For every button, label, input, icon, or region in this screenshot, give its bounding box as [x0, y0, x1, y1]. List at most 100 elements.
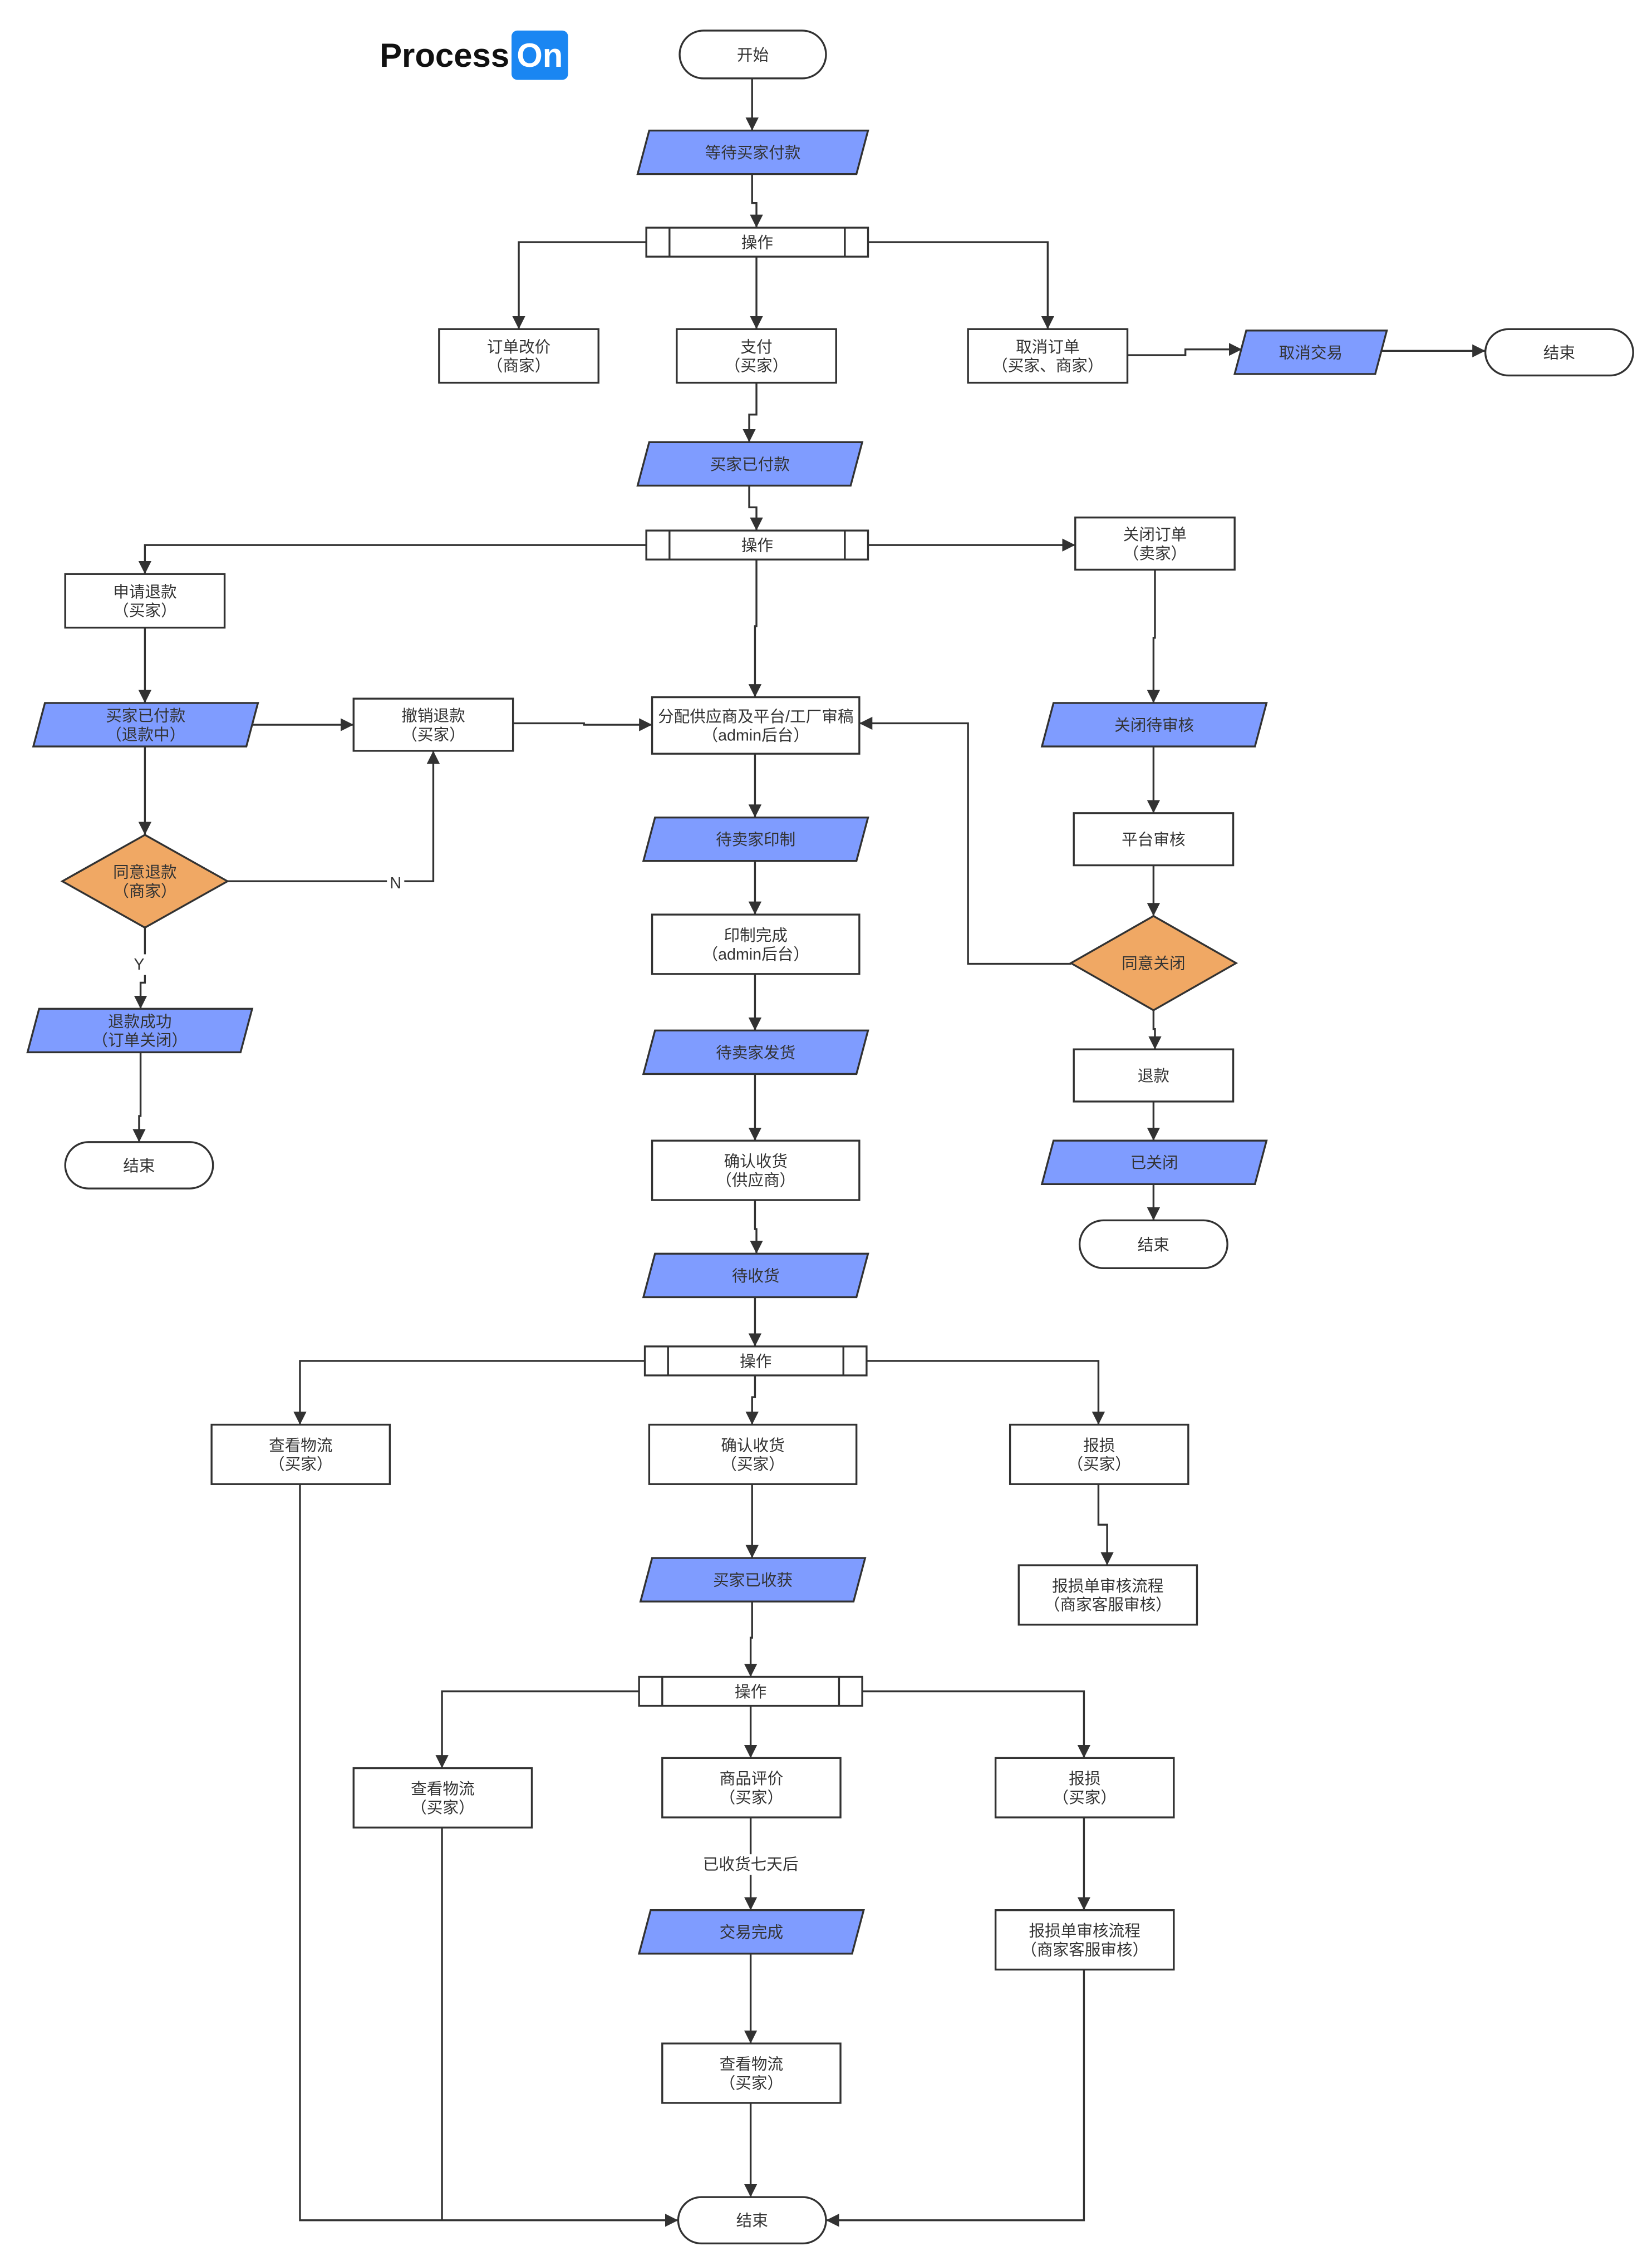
logo-badge	[512, 30, 568, 80]
logistics3-process-box-shape	[661, 2042, 842, 2104]
cancel-order-process-box-label-line: 取消订单	[1016, 338, 1080, 356]
cancel-trade-io-shape-label-line: 取消交易	[1279, 344, 1343, 362]
apply-refund-process-box-label-line: （买家）	[113, 602, 177, 620]
end-refund-terminator-label: 结束	[123, 1157, 155, 1175]
apply-refund-process-box-label-line: 申请退款	[113, 583, 177, 601]
refund-process-box-label-line: 退款	[1138, 1067, 1169, 1085]
closed-io-shape-shape	[1040, 1139, 1268, 1186]
review-process-box-label-line: 商品评价	[720, 1770, 784, 1788]
connector-await-payment-to-op1	[750, 174, 763, 228]
logistics2-process-box-label-line: 查看物流	[411, 1780, 475, 1798]
yes-branch-label: Y	[134, 956, 144, 974]
modify-price-process-box-shape	[438, 328, 599, 384]
op3-predefined-process: 操作	[643, 1345, 868, 1377]
end-closed-terminator: 结束	[1078, 1219, 1228, 1270]
modify-price-process-box-label-line: 订单改价	[487, 338, 551, 356]
start-terminator: 开始	[678, 30, 827, 80]
op1-predefined-process-label: 操作	[741, 234, 773, 252]
agree-refund-decision-label-line: （商家）	[113, 883, 177, 901]
agree-refund-decision-shape	[60, 833, 230, 929]
connector-logistics1-to-end	[299, 1484, 678, 2227]
close-pending-io-shape: 关闭待审核	[1040, 702, 1268, 748]
op4-predefined-process-label-line: 操作	[735, 1683, 766, 1701]
no-branch-label-background	[387, 873, 405, 894]
end-final-terminator-shape	[677, 2196, 827, 2245]
refund-success-io-shape-label-line: 退款成功	[108, 1013, 172, 1031]
apply-refund-process-box-shape	[64, 573, 226, 629]
modify-price-process-box: 订单改价（商家）	[438, 328, 599, 384]
agree-close-decision: 同意关闭	[1069, 915, 1238, 1011]
damage-review2-process-box-label: 报损单审核流程（商家客服审核）	[1021, 1923, 1148, 1959]
damage-review2-process-box: 报损单审核流程（商家客服审核）	[994, 1909, 1175, 1971]
await-print-io-shape: 待卖家印制	[642, 816, 869, 862]
pay-process-box-label: 支付（买家）	[725, 338, 789, 375]
platform-review-process-box-label-line: 平台审核	[1122, 831, 1186, 849]
confirm-buyer-process-box-label: 确认收货（买家）	[721, 1437, 785, 1473]
op2-predefined-process-label-line: 操作	[741, 537, 773, 555]
logistics1-process-box-label-line: 查看物流	[269, 1437, 333, 1454]
logistics1-process-box: 查看物流（买家）	[210, 1423, 391, 1485]
connector-buyer-received-to-op4	[744, 1601, 758, 1677]
end-refund-terminator: 结束	[64, 1141, 214, 1190]
buyer-received-io-shape-shape	[639, 1557, 867, 1603]
refund-process-box-shape	[1073, 1048, 1235, 1103]
confirm-buyer-process-box-shape	[648, 1423, 858, 1485]
connector-op2-to-apply-refund	[138, 544, 647, 574]
paid-refunding-io-shape-label-line: 买家已付款	[106, 707, 185, 725]
cancel-trade-io-shape-shape	[1233, 330, 1388, 375]
report-damage1-process-box: 报损（买家）	[1009, 1423, 1189, 1485]
end-final-terminator-label-line: 结束	[736, 2212, 768, 2230]
op2-predefined-process-label: 操作	[741, 537, 773, 555]
connector-pay-to-buyer-paid	[743, 382, 758, 443]
revoke-refund-process-box-shape	[352, 697, 514, 752]
assign-supplier-process-box-shape	[651, 696, 861, 755]
confirm-buyer-process-box: 确认收货（买家）	[648, 1423, 858, 1485]
end-closed-terminator-label-line: 结束	[1138, 1236, 1169, 1254]
agree-close-decision-label-line: 同意关闭	[1122, 955, 1186, 973]
cancel-order-process-box: 取消订单（买家、商家）	[967, 328, 1129, 384]
closed-io-shape-label-line: 已关闭	[1130, 1154, 1178, 1172]
op1-predefined-process-shape	[645, 227, 869, 258]
report-damage2-process-box-shape	[994, 1757, 1175, 1818]
assign-supplier-process-box-label-line: （admin后台）	[702, 727, 809, 745]
revoke-refund-process-box: 撤销退款（买家）	[352, 697, 514, 752]
processon-logo: Process On	[380, 30, 568, 80]
damage-review1-process-box-shape	[1017, 1564, 1198, 1626]
print-done-process-box-label-line: 印制完成	[724, 927, 788, 945]
trade-done-io-shape-shape	[637, 1909, 865, 1955]
op3-predefined-process-shape	[643, 1345, 868, 1377]
no-branch-label-group: N	[387, 873, 405, 894]
closed-io-shape-label: 已关闭	[1130, 1154, 1178, 1172]
end-refund-terminator-label-line: 结束	[123, 1157, 155, 1175]
await-payment-io-shape-label-line: 等待买家付款	[705, 144, 801, 162]
buyer-paid-io-shape: 买家已付款	[636, 441, 864, 487]
assign-supplier-process-box: 分配供应商及平台/工厂审稿（admin后台）	[651, 696, 861, 755]
await-ship-io-shape-label-line: 待卖家发货	[716, 1044, 795, 1062]
cancel-order-process-box-label: 取消订单（买家、商家）	[992, 338, 1103, 375]
report-damage2-process-box-label: 报损（买家）	[1053, 1770, 1117, 1807]
yes-branch-label-background	[131, 954, 148, 975]
op3-predefined-process-label: 操作	[740, 1353, 771, 1370]
end-cancel-terminator: 结束	[1484, 328, 1634, 377]
op1-predefined-process: 操作	[645, 227, 869, 258]
report-damage2-process-box: 报损（买家）	[994, 1757, 1175, 1818]
no-branch-label: N	[390, 874, 401, 892]
damage-review1-process-box: 报损单审核流程（商家客服审核）	[1017, 1564, 1198, 1626]
confirm-buyer-process-box-label-line: （买家）	[721, 1456, 785, 1473]
refund-success-io-shape: 退款成功（订单关闭）	[26, 1007, 254, 1054]
connector-refund-success-to-end	[132, 1052, 146, 1142]
logo-wordmark-on: On	[517, 37, 563, 74]
paid-refunding-io-shape-label-line: （退款中）	[106, 726, 185, 744]
buyer-received-io-shape-label: 买家已收获	[713, 1572, 793, 1590]
close-order-process-box-label-line: 关闭订单	[1123, 526, 1187, 544]
review-process-box-label: 商品评价（买家）	[720, 1770, 784, 1807]
damage-review1-process-box-label-line: （商家客服审核）	[1044, 1596, 1172, 1614]
await-print-io-shape-shape	[642, 816, 869, 862]
connector-agree-close-to-refund	[1148, 1010, 1162, 1050]
close-order-process-box-label: 关闭订单（卖家）	[1123, 526, 1187, 563]
close-pending-io-shape-label: 关闭待审核	[1114, 716, 1194, 734]
confirm-supplier-process-box: 确认收货（供应商）	[651, 1139, 861, 1201]
buyer-paid-io-shape-label-line: 买家已付款	[710, 456, 790, 474]
agree-refund-decision: 同意退款（商家）	[60, 833, 230, 929]
seven-days-condition-label: 已收货七天后	[703, 1856, 799, 1874]
